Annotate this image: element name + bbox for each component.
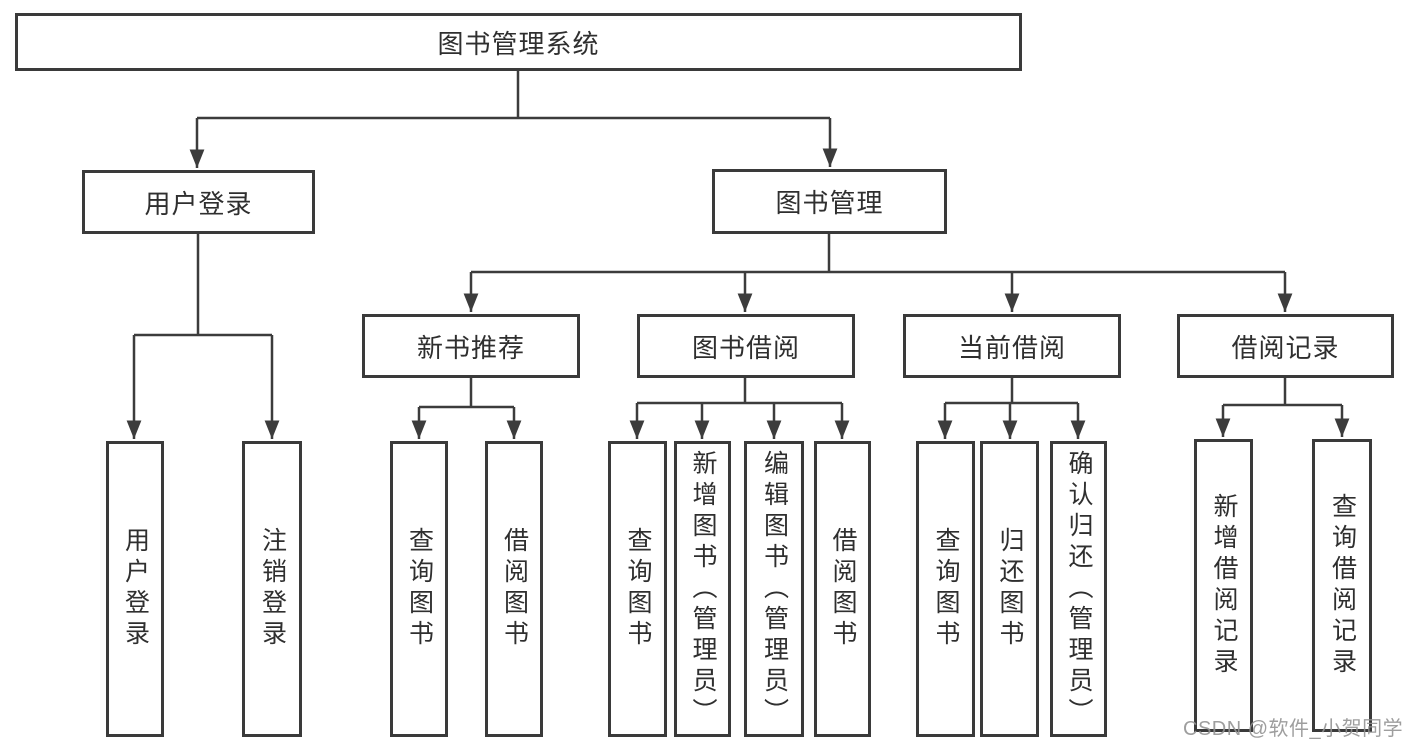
- node-book-management-module: 图书管理: [712, 169, 947, 234]
- node-bb-query-books-label: 查询图书: [624, 527, 652, 651]
- node-cb-return-books: 归还图书: [980, 441, 1039, 737]
- node-cb-confirm-return-admin: 确认归还（管理员）: [1050, 441, 1107, 737]
- node-bb-query-books: 查询图书: [608, 441, 667, 737]
- node-nb-borrow-books-label: 借阅图书: [500, 527, 529, 651]
- node-br-add-record-label: 新增借阅记录: [1210, 492, 1238, 679]
- node-cb-confirm-return-admin-label: 确认归还（管理员）: [1065, 449, 1093, 729]
- node-bb-edit-books-admin-label: 编辑图书（管理员）: [760, 449, 789, 729]
- node-user-login-leaf-label: 用户登录: [121, 527, 150, 651]
- node-bb-borrow-books: 借阅图书: [814, 441, 871, 737]
- node-nb-query-books: 查询图书: [390, 441, 448, 737]
- node-br-query-record-label: 查询借阅记录: [1328, 492, 1357, 679]
- node-logout-leaf: 注销登录: [242, 441, 302, 737]
- node-borrowing-records: 借阅记录: [1177, 314, 1394, 378]
- node-bb-add-books-admin: 新增图书（管理员）: [674, 441, 731, 737]
- node-bb-add-books-admin-label: 新增图书（管理员）: [689, 449, 717, 729]
- node-user-login-module: 用户登录: [82, 170, 315, 234]
- node-cb-query-books: 查询图书: [916, 441, 975, 737]
- node-bb-borrow-books-label: 借阅图书: [829, 527, 857, 651]
- node-current-borrowing: 当前借阅: [903, 314, 1121, 378]
- node-book-borrowing: 图书借阅: [637, 314, 855, 378]
- node-logout-leaf-label: 注销登录: [258, 527, 287, 651]
- watermark: CSDN @软件_小贺同学: [1183, 718, 1404, 740]
- node-cb-query-books-label: 查询图书: [932, 527, 960, 651]
- node-new-book-recommend: 新书推荐: [362, 314, 580, 378]
- node-user-login-leaf: 用户登录: [106, 441, 164, 737]
- node-nb-query-books-label: 查询图书: [405, 527, 434, 651]
- node-cb-return-books-label: 归还图书: [996, 527, 1024, 651]
- node-nb-borrow-books: 借阅图书: [485, 441, 543, 737]
- node-br-query-record: 查询借阅记录: [1312, 439, 1372, 732]
- node-br-add-record: 新增借阅记录: [1194, 439, 1253, 732]
- node-bb-edit-books-admin: 编辑图书（管理员）: [744, 441, 804, 737]
- node-root-system: 图书管理系统: [15, 13, 1022, 71]
